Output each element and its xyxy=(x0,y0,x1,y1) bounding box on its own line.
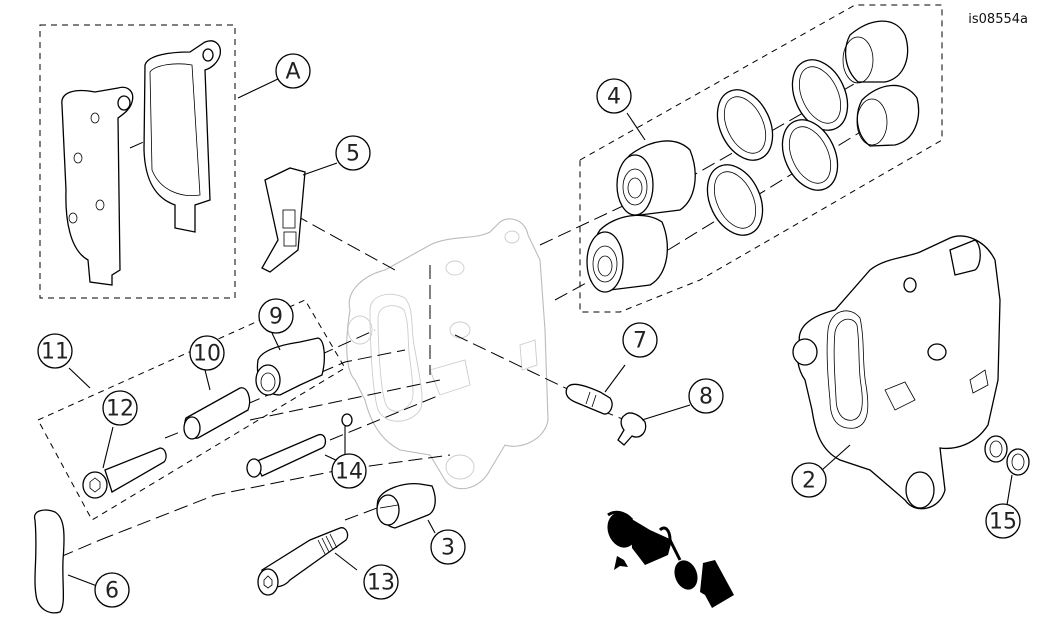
callout-11: 11 xyxy=(37,333,73,369)
bushing xyxy=(376,483,436,529)
svg-text:10: 10 xyxy=(193,342,221,367)
brake-pad-kit-boundary xyxy=(39,24,236,299)
callout-5: 5 xyxy=(335,135,371,171)
ghost-caliper-body xyxy=(346,218,549,490)
leader-lines xyxy=(67,77,1013,587)
brake-pad-set xyxy=(61,40,221,286)
mounting-boot xyxy=(255,337,325,396)
piston-seal-kit xyxy=(586,20,920,293)
svg-text:3: 3 xyxy=(441,536,455,561)
pad-pin-and-washer xyxy=(246,413,353,478)
svg-text:13: 13 xyxy=(367,571,395,596)
svg-text:6: 6 xyxy=(105,579,119,604)
callout-15: 15 xyxy=(985,503,1021,539)
pad-pin xyxy=(257,527,349,596)
svg-text:12: 12 xyxy=(106,397,134,422)
svg-text:A: A xyxy=(285,60,300,85)
mounting-bolt xyxy=(82,447,167,499)
callout-6: 6 xyxy=(94,572,130,608)
svg-text:15: 15 xyxy=(989,510,1017,535)
callout-3: 3 xyxy=(430,529,466,565)
callout-10: 10 xyxy=(189,335,225,371)
sealing-washers xyxy=(984,435,1030,476)
sleeve xyxy=(183,387,251,440)
svg-text:2: 2 xyxy=(802,469,816,494)
callout-4: 4 xyxy=(596,78,632,114)
svg-text:5: 5 xyxy=(346,142,360,167)
caliper-seal xyxy=(33,509,65,614)
callout-14: 14 xyxy=(331,453,367,489)
callout-7: 7 xyxy=(622,322,658,358)
bleeder-valve xyxy=(565,383,613,415)
motorcycle-forward-direction-icon xyxy=(607,510,734,608)
pad-spring-clip xyxy=(261,167,306,273)
svg-text:14: 14 xyxy=(335,460,363,485)
callout-9: 9 xyxy=(258,298,294,334)
figure-id: is08554a xyxy=(968,12,1028,27)
caliper-body xyxy=(792,235,1001,510)
callout-8: 8 xyxy=(688,378,724,414)
svg-text:7: 7 xyxy=(633,329,647,354)
mounting-kit-boundary xyxy=(37,299,346,521)
callout-A: A xyxy=(275,53,311,89)
callout-12: 12 xyxy=(102,390,138,426)
svg-text:4: 4 xyxy=(607,85,621,110)
bleeder-cap xyxy=(617,412,647,446)
callout-13: 13 xyxy=(363,564,399,600)
svg-text:9: 9 xyxy=(269,305,283,330)
piston-kit-boundary xyxy=(579,4,943,313)
svg-text:11: 11 xyxy=(41,340,69,365)
callout-2: 2 xyxy=(791,462,827,498)
svg-text:8: 8 xyxy=(699,385,713,410)
